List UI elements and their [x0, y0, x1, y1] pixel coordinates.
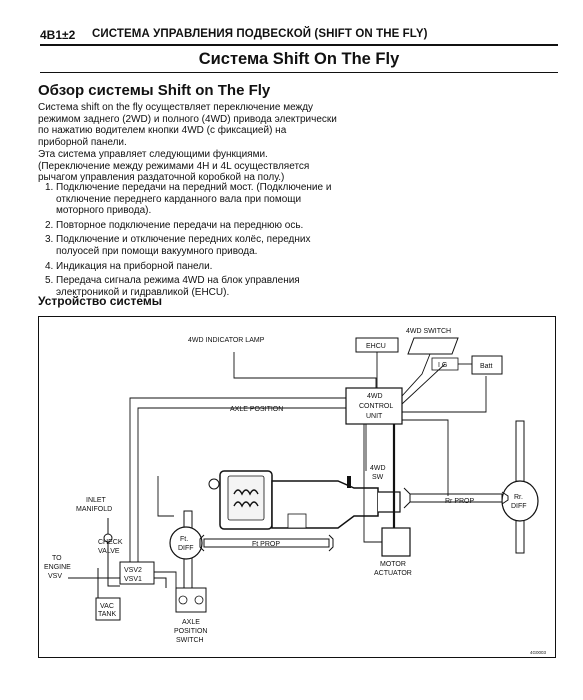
label-4wd-sw: 4WD — [370, 465, 386, 472]
label-ft-diff: DIFF — [178, 545, 194, 552]
label-axle-position-switch: AXLE — [182, 619, 200, 626]
list-text: Передача сигнала режима 4WD на блок упра… — [56, 275, 300, 298]
page-header: 4B1±2 СИСТЕМА УПРАВЛЕНИЯ ПОДВЕСКОЙ (SHIF… — [40, 28, 558, 44]
vacuum-hoses — [68, 518, 167, 598]
list-number: 4. — [45, 260, 54, 272]
figure-code: 4G0003 — [530, 650, 547, 655]
label-motor-actuator: MOTOR — [380, 561, 406, 568]
label-to-engine-vsv: TO — [52, 555, 62, 562]
label-inlet-manifold: INLET — [86, 497, 107, 504]
label-axle-position: AXLE POSITION — [230, 406, 283, 413]
list-number: 1. — [45, 182, 54, 193]
label-to-engine-vsv: VSV — [48, 573, 62, 580]
list-item: 3.Подключение и отключение передних колё… — [45, 234, 345, 257]
list-item: 5.Передача сигнала режима 4WD на блок уп… — [45, 275, 345, 298]
header-rule — [40, 44, 558, 46]
label-vsv1: VSV1 — [124, 576, 142, 583]
section-code: 4B1±2 — [40, 28, 76, 42]
label-control-unit: CONTROL — [359, 403, 393, 410]
rear-axle-drawing — [403, 420, 539, 554]
label-control-unit: 4WD — [367, 393, 383, 400]
list-text: Подключение и отключение передних колёс,… — [56, 234, 311, 257]
label-ft-diff: Ft. — [180, 536, 188, 543]
label-vsv2: VSV2 — [124, 567, 142, 574]
battery-box — [471, 355, 503, 375]
list-text: Повторное подключение передачи на передн… — [56, 219, 304, 231]
label-axle-position-switch: SWITCH — [176, 637, 204, 644]
list-item: 4.Индикация на приборной панели. — [45, 261, 345, 273]
label-rr-prop: Rr PROP — [445, 498, 475, 505]
label-rr-diff: Rr. — [514, 494, 523, 501]
label-vac-tank: VAC — [100, 603, 114, 610]
wiring — [129, 352, 487, 588]
label-ehcu: EHCU — [366, 343, 386, 350]
list-number: 5. — [45, 275, 54, 287]
title-rule — [40, 72, 558, 73]
list-number: 2. — [45, 219, 54, 231]
label-ig: I G — [438, 362, 447, 369]
label-rr-diff: DIFF — [511, 503, 527, 510]
front-axle-drawing — [169, 510, 334, 613]
system-layout-heading: Устройство системы — [38, 294, 162, 308]
label-check-valve: VALVE — [98, 548, 120, 555]
label-motor-actuator: ACTUATOR — [374, 570, 412, 577]
functions-paragraph: Эта система управляет следующими функция… — [38, 149, 310, 184]
list-text: Подключение передачи на передний мост. (… — [56, 182, 332, 217]
label-4wd-sw: SW — [372, 474, 384, 481]
system-diagram: 4WD INDICATOR LAMP 4WD SWITCH EHCU I G B… — [38, 316, 556, 658]
label-check-valve: CHECK — [98, 539, 123, 546]
section-title: СИСТЕМА УПРАВЛЕНИЯ ПОДВЕСКОЙ (SHIFT ON T… — [92, 28, 428, 40]
transmission-drawing — [208, 470, 401, 530]
label-ft-prop: Ft PROP — [252, 541, 280, 548]
control-unit-box — [345, 387, 403, 425]
label-control-unit: UNIT — [366, 413, 383, 420]
vac-tank-box — [95, 597, 121, 621]
list-number: 3. — [45, 234, 54, 246]
label-4wd-switch: 4WD SWITCH — [406, 328, 451, 335]
vsv-box — [119, 561, 155, 585]
switch-box — [407, 337, 459, 355]
list-item: 2.Повторное подключение передачи на пере… — [45, 220, 345, 232]
motor-actuator-box — [381, 527, 411, 557]
label-indicator-lamp: 4WD INDICATOR LAMP — [188, 337, 265, 344]
label-to-engine-vsv: ENGINE — [44, 564, 71, 571]
document-title: Система Shift On The Fly — [198, 50, 400, 68]
list-item: 1.Подключение передачи на передний мост.… — [45, 182, 345, 217]
label-vac-tank: TANK — [98, 611, 116, 618]
function-list: 1.Подключение передачи на передний мост.… — [45, 182, 345, 301]
diagram-frame — [38, 316, 556, 658]
overview-paragraph: Система shift on the fly осуществляет пе… — [38, 102, 337, 148]
section-heading: Обзор системы Shift on The Fly — [38, 82, 271, 99]
label-axle-position-switch: POSITION — [174, 628, 207, 635]
label-inlet-manifold: MANIFOLD — [76, 506, 112, 513]
list-text: Индикация на приборной панели. — [56, 260, 213, 272]
label-batt: Batt — [480, 363, 493, 370]
